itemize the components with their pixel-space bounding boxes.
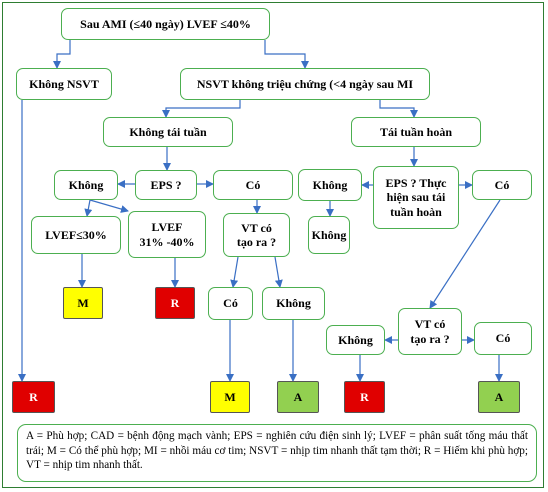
connector bbox=[264, 40, 309, 69]
node-yes-mid: Có bbox=[208, 287, 253, 320]
connector bbox=[84, 199, 93, 217]
node-yes-left: Có bbox=[213, 170, 293, 200]
node-yes-bottom-right: Có bbox=[474, 322, 532, 355]
result-r-no-nsvt: R bbox=[12, 381, 55, 413]
node-no-right: Không bbox=[298, 169, 362, 201]
result-m-yes-mid: M bbox=[210, 381, 250, 413]
connector bbox=[429, 199, 501, 309]
node-nsvt: NSVT không triệu chứng (<4 ngày sau MI bbox=[180, 68, 430, 100]
node-no-right-sub: Không bbox=[308, 216, 350, 254]
node-start: Sau AMI (≤40 ngày) LVEF ≤40% bbox=[61, 8, 270, 40]
result-a-yes-bottom: A bbox=[478, 381, 520, 413]
connector bbox=[53, 40, 71, 69]
node-no-recurrent: Không tái tuần bbox=[103, 117, 233, 147]
node-no-mid: Không bbox=[262, 287, 325, 320]
result-r-no-bottom: R bbox=[344, 381, 385, 413]
connector bbox=[274, 256, 283, 288]
node-no-nsvt: Không NSVT bbox=[16, 68, 112, 100]
node-lvef30: LVEF≤30% bbox=[31, 216, 121, 254]
result-r-lvef31: R bbox=[155, 287, 195, 319]
diagram-frame bbox=[2, 2, 544, 488]
connector bbox=[162, 100, 241, 118]
result-m-lvef30: M bbox=[63, 287, 103, 319]
node-vt-induced-right: VT có tạo ra ? bbox=[398, 308, 462, 355]
node-eps-right: EPS ? Thực hiện sau tái tuần hoàn bbox=[373, 166, 459, 229]
connector bbox=[230, 256, 239, 288]
node-lvef31-40: LVEF 31% -40% bbox=[128, 211, 206, 258]
node-vt-induced-left: VT có tạo ra ? bbox=[223, 213, 290, 257]
connector bbox=[89, 199, 129, 213]
node-no-bottom-right: Không bbox=[326, 325, 385, 355]
result-a-no-mid: A bbox=[277, 381, 319, 413]
node-eps-left: EPS ? bbox=[135, 170, 197, 200]
node-no-left: Không bbox=[54, 170, 118, 200]
legend-box: A = Phù hợp; CAD = bệnh động mạch vành; … bbox=[17, 424, 537, 482]
node-yes-right: Có bbox=[472, 170, 532, 200]
node-recurrent: Tái tuần hoàn bbox=[351, 117, 481, 147]
connector bbox=[379, 100, 418, 118]
